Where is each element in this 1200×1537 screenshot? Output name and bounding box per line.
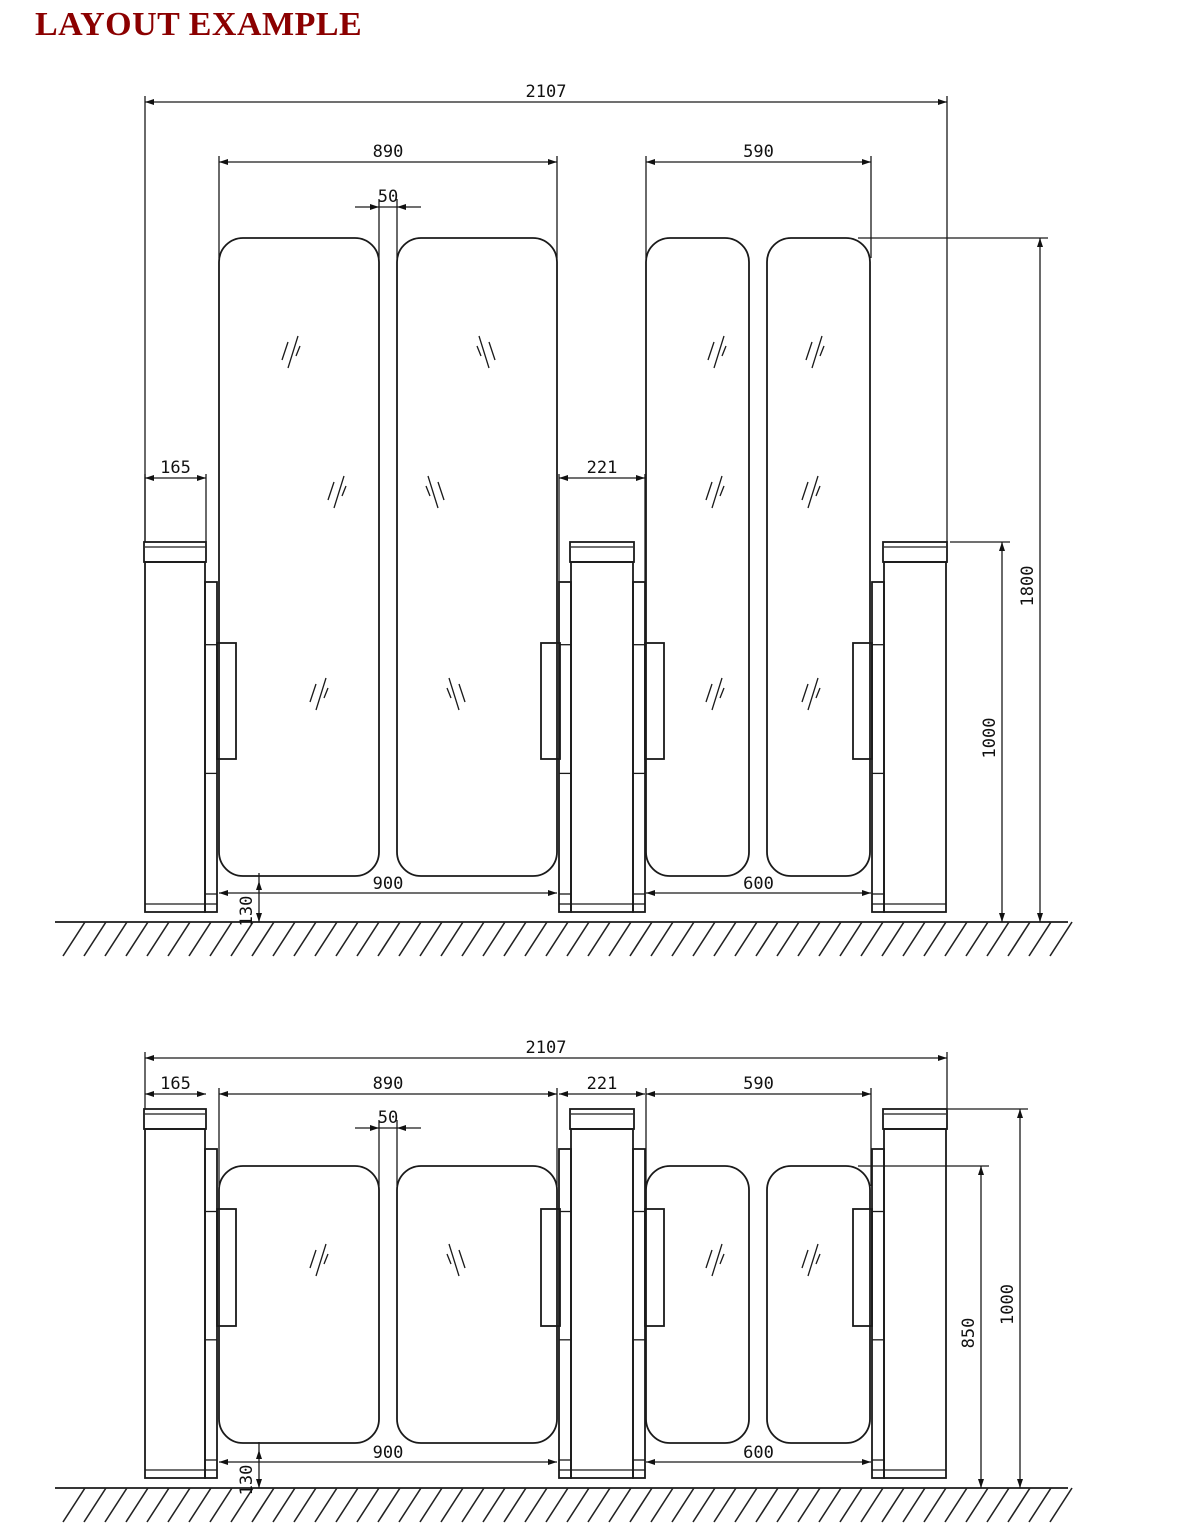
glass-panel-narrow-right	[766, 237, 871, 877]
dim-wide-panel-span-label: 890	[373, 142, 404, 162]
glass-mark-3	[425, 475, 445, 509]
glass-mark-11	[801, 677, 821, 711]
page-title: LAYOUT EXAMPLE	[35, 6, 363, 43]
dim-gap: 50	[355, 1108, 421, 1131]
middle-cabinet-left-flange	[558, 1148, 572, 1479]
glass-mark-5	[446, 677, 466, 711]
glass-mark-10	[705, 677, 725, 711]
dim-overall-width-label: 2107	[526, 1038, 567, 1058]
short-panel-elevation: 2107 890 590 50 165 221 900 600 130 850 1000	[55, 1038, 1073, 1523]
middle-cabinet-left-flange	[558, 581, 572, 913]
dim-ground-clearance: 130	[237, 1442, 262, 1495]
dim-panel-height-label: 850	[959, 1318, 979, 1349]
sensor-left	[216, 1208, 237, 1327]
dim-wide-panel-span: 890	[219, 1074, 557, 1097]
dim-cabinet-height: 1000	[980, 542, 1005, 922]
glass-mark-2	[327, 475, 347, 509]
dim-mid-cabinet-width-label: 221	[587, 1074, 618, 1094]
sensor-right	[852, 1208, 873, 1327]
dim-narrow-passage-label: 600	[743, 874, 774, 894]
dim-mid-cabinet-width-label: 221	[587, 458, 618, 478]
glass-panel-wide-right	[396, 237, 558, 877]
glass-mark-9	[801, 475, 821, 509]
dim-mid-cabinet-width: 221	[559, 1074, 645, 1097]
sensor-mid-left	[540, 1208, 561, 1327]
dim-ground-clearance-label: 130	[237, 1465, 257, 1496]
dim-wide-passage: 900	[219, 1443, 557, 1465]
sensor-left	[216, 642, 237, 760]
dim-narrow-passage-label: 600	[743, 1443, 774, 1463]
middle-cabinet	[569, 1108, 635, 1479]
dim-gap: 50	[355, 187, 421, 210]
right-cabinet-flange	[871, 581, 885, 913]
left-cabinet-flange	[204, 581, 218, 913]
glass-mark-2	[705, 1243, 725, 1277]
glass-mark-6	[707, 335, 727, 369]
dim-narrow-passage: 600	[646, 874, 871, 896]
dim-wide-passage-label: 900	[373, 874, 404, 894]
tall-panel-elevation: 2107 890 590 50 165 221 900 600 130 1000 1800	[55, 82, 1073, 957]
glass-panel-narrow-right	[766, 1165, 871, 1444]
sensor-mid-right	[644, 642, 665, 760]
middle-cabinet-right-flange	[632, 1148, 646, 1479]
dim-gap-label: 50	[378, 187, 398, 207]
dim-cabinet-height-label: 1000	[998, 1284, 1018, 1325]
sensor-right	[852, 642, 873, 760]
glass-panel-narrow-left	[645, 1165, 750, 1444]
glass-mark-1	[476, 335, 496, 369]
dim-wide-panel-span-label: 890	[373, 1074, 404, 1094]
glass-mark-3	[801, 1243, 821, 1277]
right-cabinet	[882, 541, 948, 913]
dim-ground-clearance-label: 130	[237, 896, 257, 927]
glass-mark-1	[446, 1243, 466, 1277]
dim-mid-cabinet-width: 221	[559, 458, 645, 481]
dim-cabinet-height: 1000	[998, 1109, 1023, 1488]
dim-panel-height: 850	[959, 1166, 984, 1488]
dim-panel-height: 1800	[1018, 238, 1043, 922]
glass-panel-narrow-left	[645, 237, 750, 877]
glass-mark-0	[309, 1243, 329, 1277]
dim-cabinet-height-label: 1000	[980, 718, 1000, 759]
glass-mark-0	[281, 335, 301, 369]
glass-mark-4	[309, 677, 329, 711]
middle-cabinet-right-flange	[632, 581, 646, 913]
dim-cabinet-width-label: 165	[160, 1074, 191, 1094]
dim-overall-width: 2107	[145, 1038, 947, 1061]
right-cabinet-flange	[871, 1148, 885, 1479]
dim-panel-height-label: 1800	[1018, 566, 1038, 607]
glass-panel-wide-right	[396, 1165, 558, 1444]
left-cabinet-flange	[204, 1148, 218, 1479]
dim-narrow-panel-span-label: 590	[743, 1074, 774, 1094]
left-cabinet	[143, 1108, 207, 1479]
dim-narrow-panel-span-label: 590	[743, 142, 774, 162]
dim-narrow-panel-span: 590	[646, 142, 871, 165]
dim-cabinet-width: 165	[145, 458, 206, 481]
glass-mark-8	[705, 475, 725, 509]
sensor-mid-right	[644, 1208, 665, 1327]
dim-gap-label: 50	[378, 1108, 398, 1128]
middle-cabinet	[569, 541, 635, 913]
glass-panel-wide-left	[218, 237, 380, 877]
dim-overall-width: 2107	[145, 82, 947, 105]
glass-panel-wide-left	[218, 1165, 380, 1444]
left-cabinet	[143, 541, 207, 913]
right-cabinet	[882, 1108, 948, 1479]
ground-hatch	[55, 1487, 1073, 1523]
dim-wide-passage: 900	[219, 874, 557, 896]
dim-wide-passage-label: 900	[373, 1443, 404, 1463]
dim-cabinet-width: 165	[145, 1074, 206, 1097]
dim-ground-clearance: 130	[237, 873, 262, 926]
dim-narrow-passage: 600	[646, 1443, 871, 1465]
dim-overall-width-label: 2107	[526, 82, 567, 102]
dim-cabinet-width-label: 165	[160, 458, 191, 478]
sensor-mid-left	[540, 642, 561, 760]
dim-wide-panel-span: 890	[219, 142, 557, 165]
ground-hatch	[55, 921, 1073, 957]
glass-mark-7	[805, 335, 825, 369]
dim-narrow-panel-span: 590	[646, 1074, 871, 1097]
